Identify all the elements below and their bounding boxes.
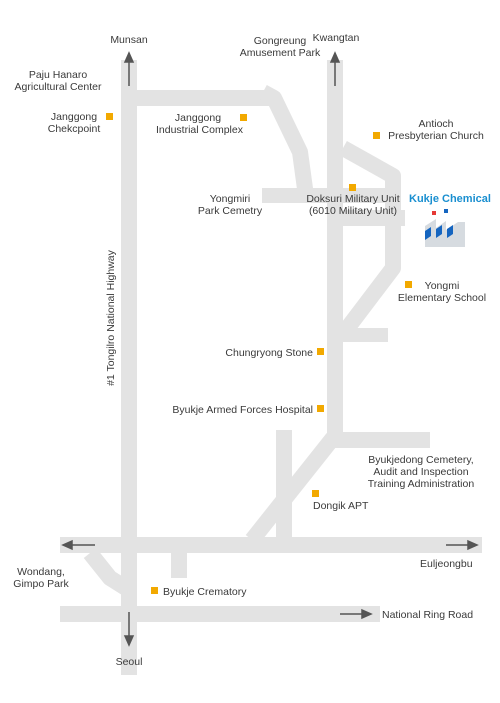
label-kukje-chemical: Kukje Chemical (409, 193, 491, 205)
wondang-road (83, 548, 134, 597)
doksuri-unit-marker (349, 184, 356, 191)
arrow-right-ring-road-icon (361, 608, 373, 620)
label-yongmiri: Yongmiri Park Cemetry (197, 193, 263, 217)
label-janggong-checkpoint: Janggong Chekcpoint (47, 111, 101, 135)
arrow-right-euljeongbu-icon (467, 539, 479, 551)
top-road (121, 90, 276, 106)
janggong-industrial-marker (240, 114, 247, 121)
label-byukje-hospital: Byukje Armed Forces Hospital (172, 404, 313, 416)
yongmiri-road (262, 188, 386, 203)
arrow-left-wondang-icon (61, 539, 73, 551)
label-munsan: Munsan (110, 34, 148, 46)
label-seoul: Seoul (115, 656, 143, 668)
label-janggong-industrial: Janggong Industrial Complex (156, 112, 243, 136)
label-gongreung: Gongreung Amusement Park (239, 35, 321, 59)
ring-road (60, 606, 380, 622)
label-highway: #1 Tongilro National Highway (104, 250, 117, 386)
chungryong-stone-marker (317, 348, 324, 355)
arrow-up-munsan-icon (123, 51, 135, 63)
diagonal-road (245, 433, 340, 545)
yongmi-school-marker (405, 281, 412, 288)
label-chungryong: Chungryong Stone (225, 347, 313, 359)
label-byukjedong: Byukjedong Cemetery, Audit and Inspectio… (367, 454, 475, 490)
byukje-hospital-marker (317, 405, 324, 412)
byukjedong-road (330, 432, 430, 448)
arrow-up-kwangtan-icon (329, 51, 341, 63)
label-ring-road: National Ring Road (382, 609, 474, 621)
crematory-spur (171, 552, 187, 578)
label-paju: Paju Hanaro Agricultural Center (14, 69, 102, 93)
label-dongik: Dongik APT (313, 500, 369, 512)
label-wondang: Wondang, Gimpo Park (13, 566, 69, 590)
janggong-road (259, 84, 314, 198)
highway-road (121, 60, 137, 675)
label-kwangtan: Kwangtan (312, 32, 360, 44)
antioch-road (336, 141, 401, 339)
byukje-crematory-marker (151, 587, 158, 594)
euljeongbu-road (60, 537, 482, 553)
label-byukje-crematory: Byukje Crematory (163, 586, 247, 598)
label-doksuri: Doksuri Military Unit (6010 Military Uni… (306, 193, 400, 217)
label-antioch: Antioch Presbyterian Church (388, 118, 484, 142)
janggong-checkpoint-marker (106, 113, 113, 120)
factory-icon (425, 209, 465, 247)
label-yongmi-school: Yongmi Elementary School (397, 280, 487, 304)
dongik-apt-marker (312, 490, 319, 497)
arrow-down-seoul-icon (123, 635, 135, 647)
label-euljeongbu: Euljeongbu (420, 558, 473, 570)
antioch-church-marker (373, 132, 380, 139)
kwangtan-road (327, 60, 343, 440)
